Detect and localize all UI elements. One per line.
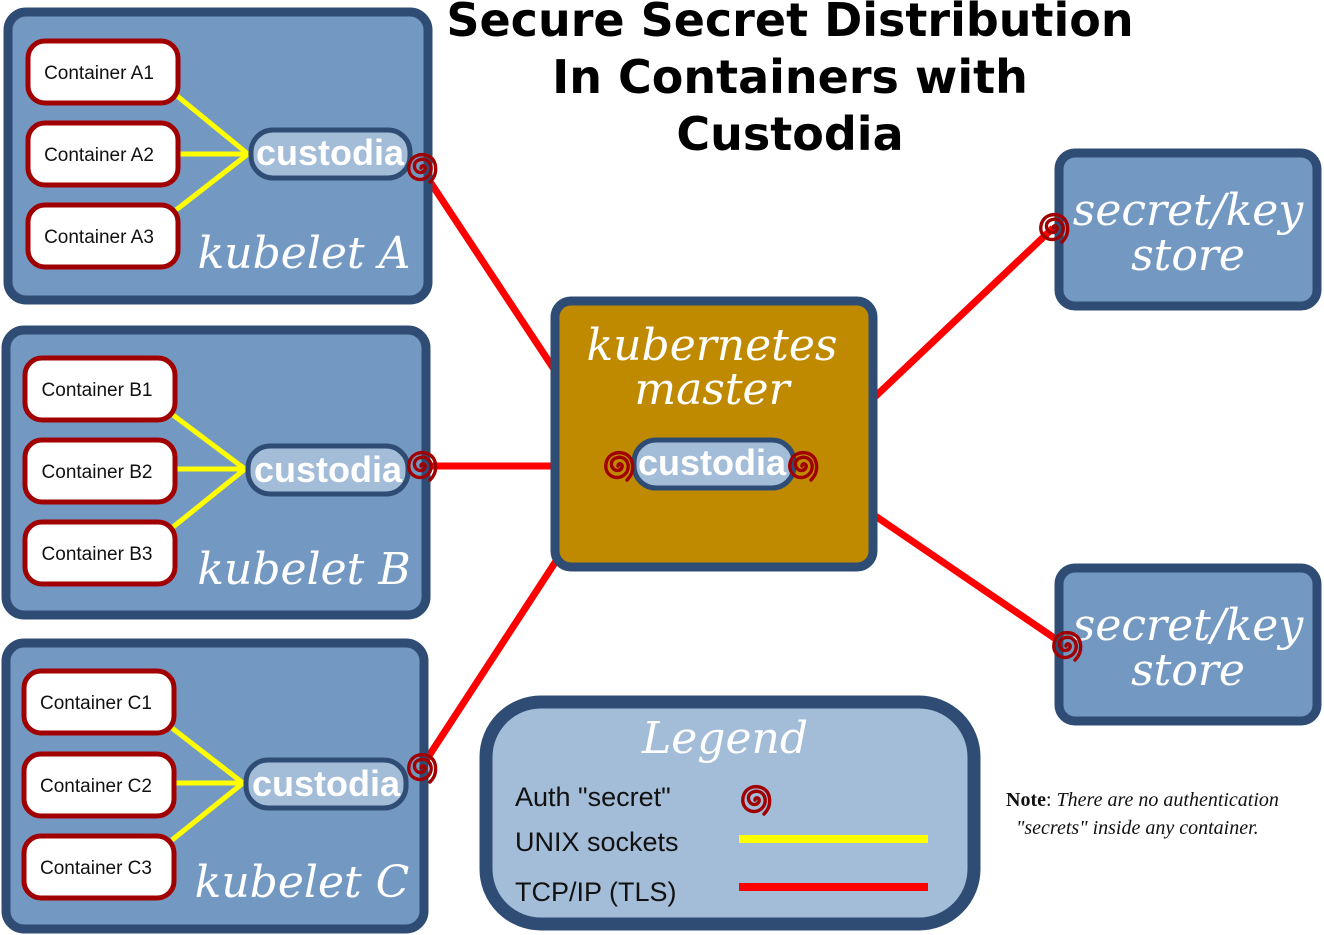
kubelet-label: kubelet C (195, 857, 410, 908)
custodia-label: custodia (254, 449, 403, 490)
legend-label: Auth "secret" (515, 782, 671, 812)
kubelet-label: kubelet A (198, 228, 411, 279)
secret-key-store-2[interactable]: secret/key store (1052, 563, 1322, 726)
container-b2[interactable]: Container B2 (22, 437, 178, 505)
master-label-line2: master (634, 364, 792, 415)
custodia-label: custodia (638, 442, 787, 483)
note-line-1: Note: There are no authentication (1006, 789, 1279, 811)
store-label-line2: store (1131, 645, 1245, 696)
container-label: Container A2 (44, 145, 154, 166)
unix-socket-links-c (170, 726, 245, 842)
container-b1[interactable]: Container B1 (22, 355, 178, 423)
legend-item-tcp-tls: TCP/IP (TLS) (515, 877, 928, 907)
container-a1[interactable]: Container A1 (25, 38, 181, 106)
container-c1[interactable]: Container C1 (21, 668, 177, 736)
container-b3[interactable]: Container B3 (22, 519, 178, 587)
store-label-line1: secret/key (1073, 185, 1305, 236)
custodia-master[interactable]: custodia (631, 437, 797, 491)
container-label: Container B3 (42, 544, 153, 565)
custodia-b[interactable]: custodia (245, 443, 411, 497)
yellow-line-swatch (739, 835, 928, 843)
note-line-2: "secrets" inside any container. (1016, 817, 1259, 839)
container-label: Container C1 (40, 693, 152, 714)
container-label: Container B1 (42, 380, 153, 401)
secret-spiral-icon (1039, 212, 1070, 244)
legend: Legend Auth "secret" UNIX sockets TCP/IP… (479, 695, 981, 931)
legend-label: TCP/IP (TLS) (515, 877, 677, 907)
title-line-2: In Containers with (552, 50, 1028, 104)
note-label: Note (1006, 789, 1046, 811)
kubelet-a-node[interactable]: Container A1 Container A2 Container A3 c… (3, 7, 438, 305)
container-a2[interactable]: Container A2 (25, 120, 181, 188)
store-label-line1: secret/key (1073, 600, 1305, 651)
custodia-a[interactable]: custodia (248, 127, 413, 181)
container-label: Container B2 (42, 462, 153, 483)
kubelet-label: kubelet B (197, 544, 410, 595)
container-c2[interactable]: Container C2 (21, 751, 177, 819)
unix-socket-links-a (174, 93, 250, 212)
kubernetes-master-node[interactable]: kubernetes master custodia (550, 296, 878, 572)
title-line-1: Secure Secret Distribution (446, 0, 1133, 47)
legend-label: UNIX sockets (515, 827, 679, 857)
master-label-line1: kubernetes (587, 320, 838, 371)
container-label: Container C3 (40, 858, 152, 879)
container-a3[interactable]: Container A3 (25, 202, 181, 270)
store-label-line2: store (1131, 230, 1245, 281)
custodia-label: custodia (256, 132, 405, 173)
container-label: Container A1 (44, 63, 154, 84)
note: Note: There are no authentication "secre… (1006, 789, 1279, 839)
secret-key-store-1[interactable]: secret/key store (1039, 148, 1322, 311)
unix-socket-links-b (171, 413, 247, 529)
title-line-3: Custodia (676, 107, 903, 161)
container-label: Container A3 (44, 227, 154, 248)
legend-item-unix-sockets: UNIX sockets (515, 827, 928, 857)
diagram-title: Secure Secret Distribution In Containers… (446, 0, 1133, 161)
kubelet-b-node[interactable]: Container B1 Container B2 Container B3 c… (1, 325, 438, 620)
container-label: Container C2 (40, 776, 152, 797)
custodia-label: custodia (252, 763, 401, 804)
container-c3[interactable]: Container C3 (21, 833, 177, 901)
kubelet-c-node[interactable]: Container C1 Container C2 Container C3 c… (1, 638, 438, 934)
custodia-c[interactable]: custodia (243, 757, 409, 811)
legend-item-auth-secret: Auth "secret" (515, 782, 772, 816)
red-line-swatch (739, 883, 928, 891)
legend-title: Legend (641, 713, 808, 764)
